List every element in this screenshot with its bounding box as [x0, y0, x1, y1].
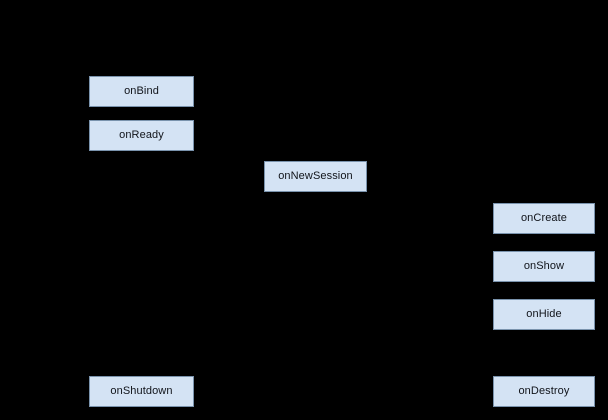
node-label-on-shutdown: onShutdown — [110, 385, 173, 397]
node-label-on-ready: onReady — [119, 129, 164, 141]
node-on-ready[interactable]: onReady — [89, 120, 194, 151]
node-on-bind[interactable]: onBind — [89, 76, 194, 107]
node-label-on-destroy: onDestroy — [518, 385, 570, 397]
node-label-on-new-session: onNewSession — [278, 170, 353, 182]
node-label-on-bind: onBind — [124, 85, 159, 97]
node-label-on-show: onShow — [523, 260, 565, 272]
node-on-hide[interactable]: onHide — [493, 299, 595, 330]
node-on-new-session[interactable]: onNewSession — [264, 161, 367, 192]
node-label-on-create: onCreate — [520, 212, 568, 224]
node-on-destroy[interactable]: onDestroy — [493, 376, 595, 407]
node-on-show[interactable]: onShow — [493, 251, 595, 282]
node-on-shutdown[interactable]: onShutdown — [89, 376, 194, 407]
node-label-on-hide: onHide — [526, 308, 562, 320]
node-on-create[interactable]: onCreate — [493, 203, 595, 234]
